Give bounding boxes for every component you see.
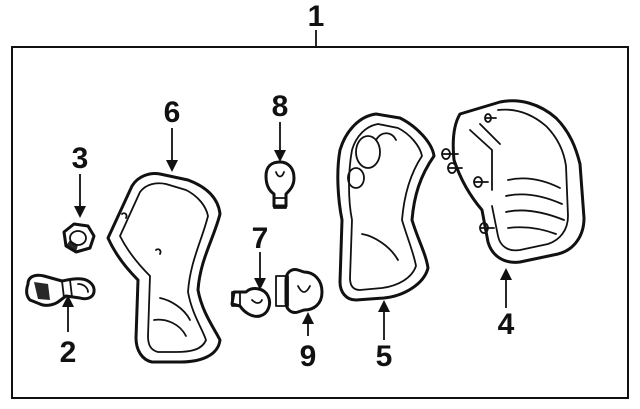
callout-6: 6 xyxy=(164,96,181,129)
callout-9: 9 xyxy=(300,340,317,373)
callout-7-arrow xyxy=(254,278,266,290)
callout-4: 4 xyxy=(498,308,515,341)
assembly-frame xyxy=(11,46,629,399)
callout-9-arrow xyxy=(302,312,314,324)
callout-8-arrow xyxy=(274,150,286,162)
bulb-part xyxy=(275,268,324,314)
assembly-callout: 1 xyxy=(308,0,325,33)
callout-2: 2 xyxy=(60,336,77,369)
callout-3: 3 xyxy=(72,142,89,175)
housing-part xyxy=(336,112,436,302)
small-bulb-part xyxy=(230,287,272,318)
socket-part xyxy=(25,273,96,307)
callout-6-arrow xyxy=(166,160,178,172)
callout-3-arrow xyxy=(74,206,86,218)
callout-5-arrow xyxy=(378,300,390,312)
callout-2-arrow xyxy=(62,295,74,307)
callout-5: 5 xyxy=(376,340,393,373)
callout-8: 8 xyxy=(272,90,289,123)
callout-4-arrow xyxy=(500,268,512,280)
wedge-bulb-part xyxy=(264,160,296,209)
nut-part xyxy=(62,222,96,254)
lens-part xyxy=(106,172,222,364)
rear-housing-part xyxy=(441,99,586,264)
callout-7: 7 xyxy=(252,222,269,255)
